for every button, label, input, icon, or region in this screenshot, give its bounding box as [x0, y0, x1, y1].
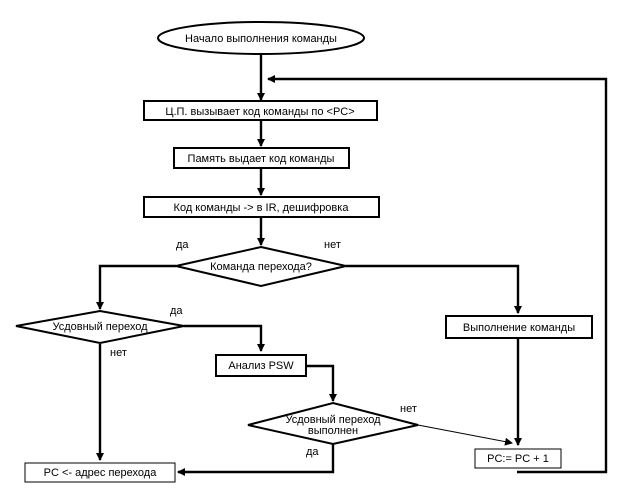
decode-label: Код команды -> в IR, дешифровка — [174, 202, 350, 214]
psw-box — [215, 354, 307, 377]
start-label: Начало выполнения команды — [185, 33, 337, 45]
execute-box — [445, 315, 593, 339]
edge-psw-to-done — [306, 364, 337, 402]
isjump-label: Команда перехода? — [210, 261, 312, 273]
connectors — [96, 51, 608, 476]
edge-loop-back — [267, 75, 608, 474]
edge-isjump-no — [346, 264, 522, 314]
branch-labels: да нет да нет нет да — [110, 239, 417, 458]
execute-node: Выполнение команды — [445, 315, 593, 339]
isjump-decision: Команда перехода? — [175, 245, 347, 288]
edge-done-yes — [177, 444, 335, 476]
condjump-diamond — [15, 309, 185, 345]
condjump-label: Усдовный переход — [52, 321, 148, 333]
memory-box — [173, 147, 350, 169]
memory-label: Память выдает код команды — [188, 153, 335, 165]
label-isjump-no: нет — [324, 239, 341, 251]
execute-label: Выполнение команды — [463, 322, 575, 334]
psw-node: Анализ PSW — [215, 354, 307, 377]
fetch-box — [143, 100, 378, 121]
condjump-decision: Усдовный переход — [15, 309, 185, 345]
conddone-label-line1: Усдовный переход — [285, 414, 381, 426]
start-node: Начало выполнения команды — [157, 21, 365, 55]
pcinc-label: PC:= PC + 1 — [487, 453, 549, 465]
pcjump-label: PC <- адрес перехода — [44, 467, 158, 479]
decode-node: Код команды -> в IR, дешифровка — [143, 196, 380, 218]
fetch-node: Ц.П. вызывает код команды по <PC> — [143, 100, 378, 121]
psw-label: Анализ PSW — [228, 360, 294, 372]
decode-box — [143, 196, 380, 218]
conddone-decision: Усдовный переход выполнен — [247, 401, 419, 446]
memory-node: Память выдает код команды — [173, 147, 350, 169]
edge-done-no — [417, 424, 513, 446]
pcjump-box — [24, 462, 176, 483]
conddone-label-line2: выполнен — [308, 425, 358, 437]
label-done-no: нет — [400, 403, 417, 415]
isjump-diamond — [175, 245, 347, 288]
fetch-label: Ц.П. вызывает код команды по <PC> — [165, 106, 354, 118]
label-cond-no: нет — [110, 347, 127, 359]
label-cond-yes: да — [170, 305, 183, 317]
label-done-yes: да — [306, 446, 319, 458]
edge-isjump-yes — [96, 264, 176, 310]
pcinc-node: PC:= PC + 1 — [474, 448, 562, 469]
conddone-diamond — [247, 401, 419, 446]
pcinc-box — [474, 448, 562, 469]
label-isjump-yes: да — [176, 239, 189, 251]
start-oval — [157, 21, 365, 55]
edge-cond-yes — [184, 324, 265, 352]
pcjump-node: PC <- адрес перехода — [24, 462, 176, 483]
